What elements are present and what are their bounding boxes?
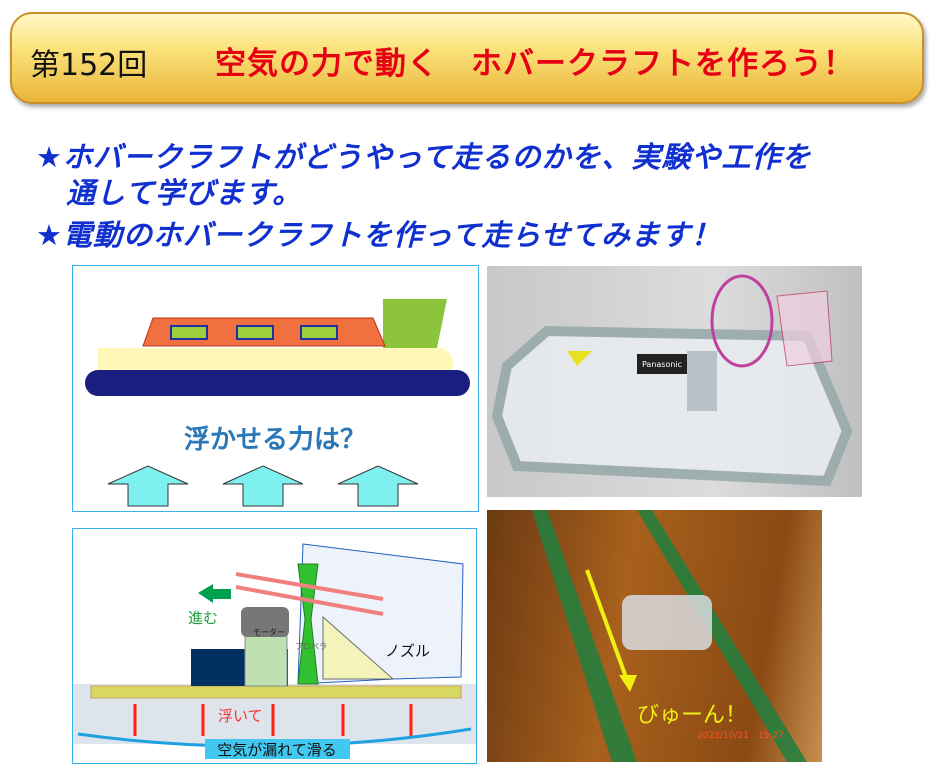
mechanism-diagram: 進む モーター プロペラ ノズル 浮いて 空気が漏れて滑る	[72, 528, 477, 764]
caption: びゅーん！	[637, 703, 747, 728]
title-banner	[10, 12, 924, 104]
page-title: 空気の力で動く ホバークラフトを作ろう！	[215, 46, 855, 82]
propeller	[297, 563, 319, 685]
timestamp: 2023/10/21 15:27	[697, 731, 784, 741]
bullet-1: ★ホバークラフトがどうやって走るのかを、実験や工作を	[36, 140, 812, 174]
skirt	[85, 370, 470, 396]
episode-number: 第152回	[30, 48, 148, 83]
bullet-1-cont: 通して学びます。	[36, 176, 303, 210]
question-text: 浮かせる力は？	[184, 425, 366, 455]
hovercraft	[622, 595, 712, 650]
hovercraft-drawing: 浮かせる力は？	[85, 299, 470, 507]
forward-arrow	[198, 584, 231, 603]
motor-label: モーター	[253, 628, 285, 637]
float-force-illustration: 浮かせる力は？	[72, 265, 479, 512]
sail	[383, 299, 447, 348]
running-photo: びゅーん！ 2023/10/21 15:27	[487, 510, 822, 762]
slide-label: 空気が漏れて滑る	[217, 741, 337, 759]
motor	[241, 607, 289, 637]
battery-label: Panasonic	[642, 360, 682, 369]
direction-arrow	[619, 675, 637, 692]
forward-label: 進む	[188, 609, 218, 627]
float-label: 浮いて	[218, 707, 263, 725]
nozzle-label: ノズル	[385, 642, 430, 660]
propeller-label: プロペラ	[295, 642, 327, 651]
bullet-2: ★電動のホバークラフトを作って走らせてみます！	[36, 218, 721, 252]
hovercraft-photo: Panasonic	[487, 266, 862, 497]
